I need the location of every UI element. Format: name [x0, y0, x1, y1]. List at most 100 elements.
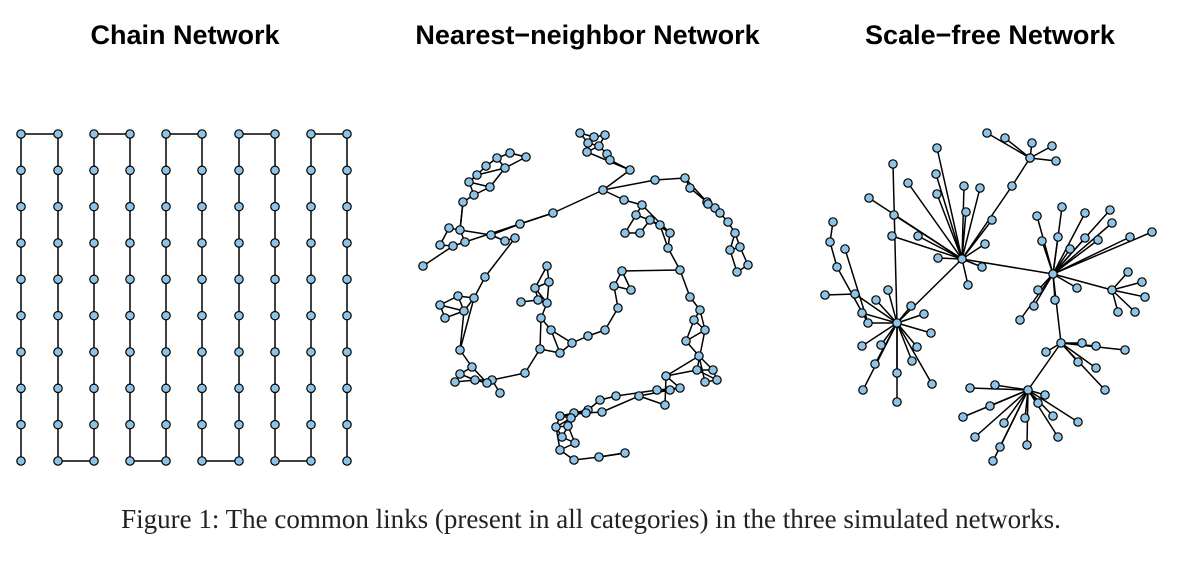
nearest-neighbor-node	[581, 408, 591, 418]
nearest-neighbor-node	[694, 351, 704, 361]
chain-node	[270, 347, 280, 357]
chain-node	[89, 456, 99, 466]
nearest-neighbor-edge	[641, 204, 671, 234]
chain-node	[234, 310, 244, 321]
scale-free-node	[985, 401, 995, 411]
chain-node	[234, 274, 244, 285]
chain-node	[125, 310, 135, 321]
nearest-neighbor-node	[535, 344, 545, 354]
nearest-neighbor-node	[730, 228, 740, 238]
chain-node	[89, 347, 99, 357]
scale-free-node	[1048, 411, 1058, 421]
nearest-neighbor-node	[569, 455, 579, 465]
scale-free-node	[933, 253, 943, 263]
chain-node	[342, 456, 352, 466]
chain-node	[270, 310, 280, 321]
nearest-neighbor-node	[510, 233, 520, 243]
scale-free-edge	[868, 197, 963, 260]
chain-node	[197, 456, 207, 466]
chain-node	[89, 274, 99, 285]
nearest-neighbor-node	[450, 377, 460, 387]
scale-free-node	[876, 340, 886, 350]
scale-free-node	[932, 143, 942, 153]
chain-node	[197, 129, 207, 139]
scale-free-node	[1000, 133, 1010, 143]
nearest-neighbor-node	[464, 177, 474, 187]
nearest-neighbor-node	[469, 293, 479, 303]
nearest-neighbor-node	[480, 272, 490, 282]
scale-free-node	[995, 442, 1005, 452]
chain-node	[270, 165, 280, 176]
scale-free-node	[957, 254, 967, 264]
chain-node	[16, 456, 26, 466]
chain-node	[342, 201, 352, 212]
nearest-neighbor-node	[583, 138, 593, 148]
nearest-neighbor-node	[458, 197, 468, 207]
scale-free-edge	[824, 293, 856, 296]
nearest-neighbor-node	[435, 300, 445, 310]
nearest-neighbor-node	[715, 208, 725, 218]
scale-free-edge	[1019, 273, 1054, 321]
nearest-neighbor-node	[495, 388, 505, 398]
chain-node	[234, 419, 244, 430]
figure-caption: Figure 1: The common links (present in a…	[121, 504, 1061, 534]
chain-node	[53, 310, 63, 321]
nearest-neighbor-node	[661, 371, 671, 381]
chain-node	[16, 238, 26, 248]
scale-free-node	[863, 318, 873, 328]
chain-node	[161, 274, 171, 285]
nearest-neighbor-node	[515, 219, 525, 229]
scale-free-node	[980, 239, 990, 249]
nearest-neighbor-node	[567, 338, 577, 348]
nearest-neighbor-node	[609, 281, 619, 291]
chain-node	[197, 383, 207, 394]
nearest-neighbor-node	[472, 170, 482, 180]
chain-node	[306, 274, 316, 285]
nearest-neighbor-edge	[459, 297, 475, 351]
nearest-neighbor-node	[500, 163, 510, 173]
nearest-neighbor-node	[566, 413, 576, 423]
chain-node	[161, 310, 171, 321]
nearest-neighbor-edge	[539, 317, 542, 350]
scale-free-edge	[854, 293, 898, 324]
scale-free-network-title: Scale−free Network	[865, 20, 1115, 50]
chain-node	[270, 456, 280, 466]
nearest-neighbor-node	[505, 148, 515, 158]
chain-node	[306, 383, 316, 394]
nearest-neighbor-node	[735, 242, 745, 252]
scale-free-node	[825, 237, 835, 247]
chain-node	[234, 165, 244, 176]
nearest-neighbor-node	[703, 199, 713, 209]
nearest-neighbor-node	[492, 153, 502, 163]
scale-free-edge	[1041, 240, 1054, 275]
nearest-neighbor-edge	[552, 189, 604, 214]
nearest-neighbor-node	[557, 432, 567, 442]
nearest-neighbor-node	[467, 362, 477, 372]
chain-node	[161, 419, 171, 430]
scale-free-node	[1080, 233, 1090, 243]
chain-node	[270, 383, 280, 394]
scale-free-edge	[891, 235, 963, 260]
nearest-neighbor-node	[595, 395, 605, 405]
scale-free-node	[970, 432, 980, 442]
nearest-neighbor-node	[675, 265, 685, 275]
nearest-neighbor-node	[611, 391, 621, 401]
chain-node	[342, 347, 352, 357]
nearest-neighbor-node	[732, 267, 742, 277]
scale-free-edge	[974, 389, 1029, 438]
nearest-neighbor-node	[555, 348, 565, 358]
nearest-neighbor-node	[481, 161, 491, 171]
scale-free-node	[932, 189, 942, 199]
scale-free-edge	[907, 182, 963, 260]
chain-node	[53, 456, 63, 466]
nearest-neighbor-edge	[422, 245, 454, 267]
scale-free-node	[1047, 141, 1057, 151]
scale-free-node	[1040, 390, 1050, 400]
scale-free-node	[1072, 283, 1082, 293]
nearest-neighbor-node	[470, 375, 480, 385]
scale-free-node	[1137, 277, 1147, 287]
scale-free-edge	[961, 187, 981, 260]
scale-free-node	[1091, 363, 1101, 373]
